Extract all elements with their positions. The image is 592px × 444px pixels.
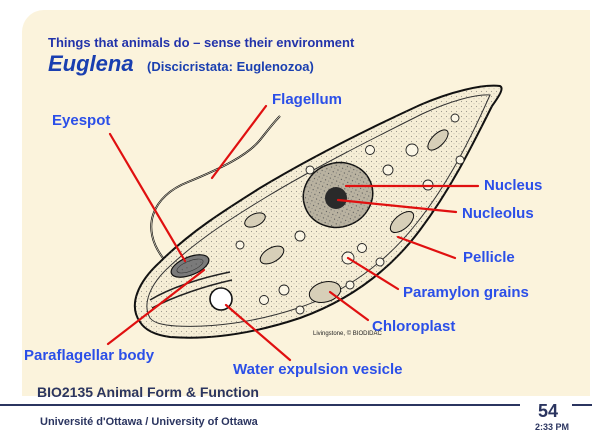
label-pellicle: Pellicle [463, 249, 515, 266]
nucleolus-drawing [325, 187, 347, 209]
slide-number: 54 [538, 401, 558, 422]
label-flagellum: Flagellum [272, 91, 342, 108]
label-water-expulsion-vesicle: Water expulsion vesicle [233, 361, 403, 378]
label-eyespot: Eyespot [52, 112, 110, 129]
label-paraflagellar-body: Paraflagellar body [24, 347, 154, 364]
slide-title-taxon: (Discicristata: Euglenozoa) [147, 59, 314, 74]
label-chloroplast: Chloroplast [372, 318, 455, 335]
image-credit: Livingstone, © BIODIDAC [313, 331, 382, 337]
label-paramylon-grains: Paramylon grains [403, 284, 529, 301]
footer-rule [0, 404, 520, 406]
leader-eyespot [110, 134, 185, 261]
label-nucleus: Nucleus [484, 177, 542, 194]
course-name: BIO2135 Animal Form & Function [37, 384, 259, 400]
slide-time: 2:33 PM [535, 422, 569, 432]
university-name: Université d'Ottawa / University of Otta… [40, 416, 258, 428]
leader-chloroplast [330, 292, 368, 320]
label-nucleolus: Nucleolus [462, 205, 534, 222]
footer-rule-right [572, 404, 592, 406]
slide-subtitle: Things that animals do – sense their env… [48, 35, 354, 50]
slide-title-genus: Euglena [48, 51, 134, 77]
